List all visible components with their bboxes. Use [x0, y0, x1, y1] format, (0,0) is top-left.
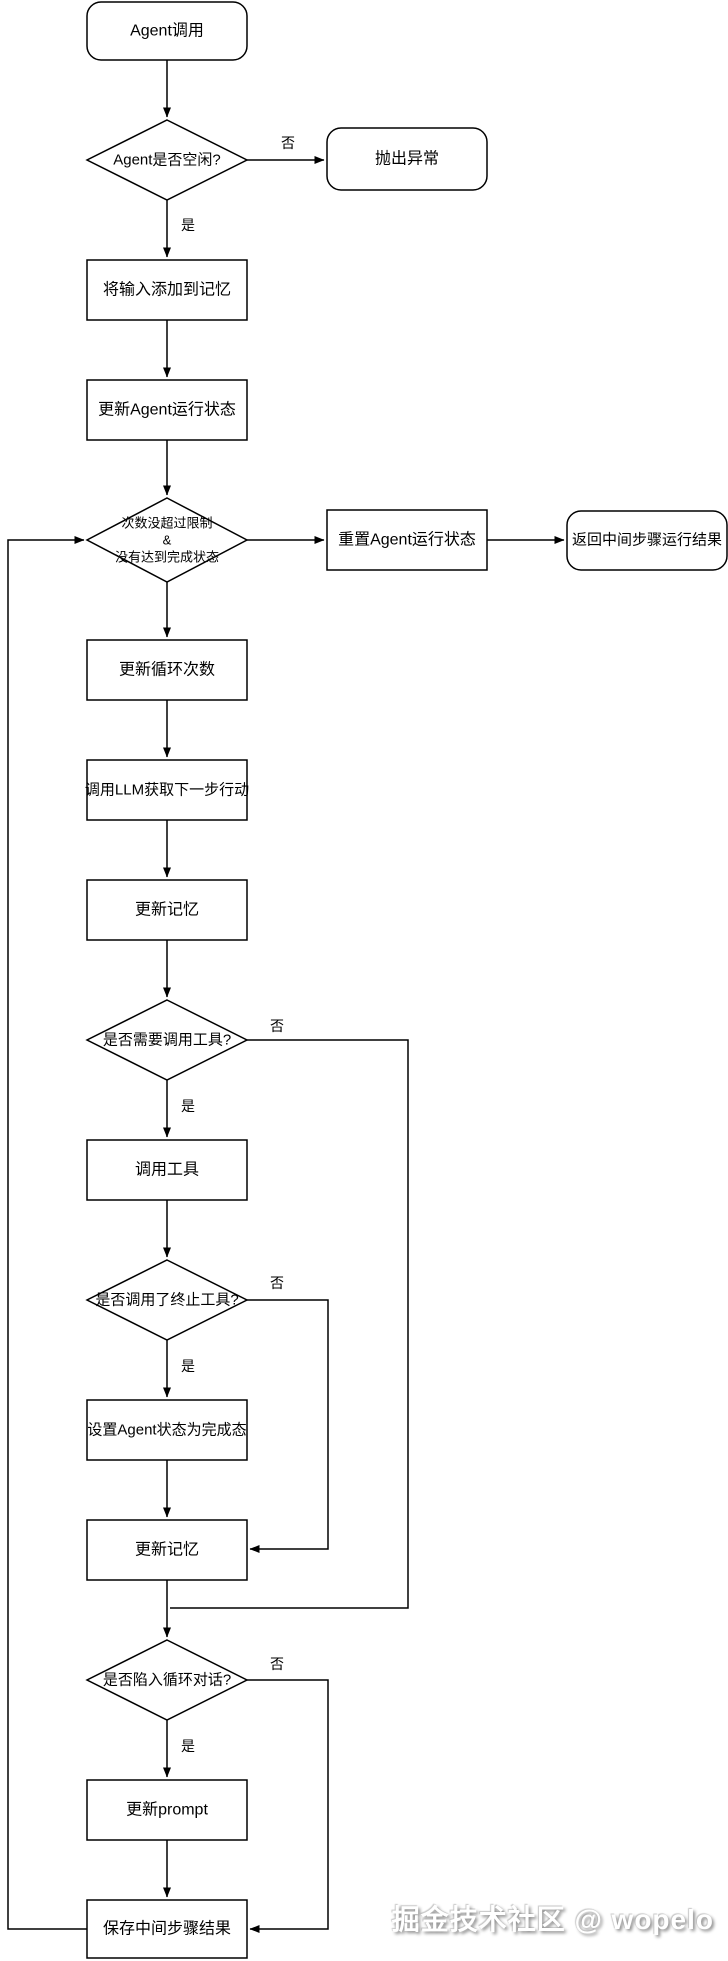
update-memory-1-shape — [86, 879, 248, 941]
start-label: Agent调用 — [130, 22, 204, 40]
node-call-llm: 调用LLM获取下一步行动 — [85, 759, 249, 821]
set-agent-finished-label: 设置Agent状态为完成态 — [87, 1422, 246, 1439]
update-memory-1-label: 更新记忆 — [135, 901, 199, 919]
node-update-loop-count: 更新循环次数 — [86, 639, 248, 701]
node-need-tool-decision: 是否需要调用工具? — [85, 999, 249, 1081]
add-input-memory-shape — [86, 259, 248, 321]
need-tool-label: 是否需要调用工具? — [103, 1032, 231, 1049]
update-memory-2-label: 更新记忆 — [135, 1541, 199, 1559]
call-llm-shape — [86, 759, 248, 821]
save-intermediate-shape — [86, 1899, 248, 1959]
loop-condition-diamond-shape — [85, 497, 249, 583]
update-loop-count-label: 更新循环次数 — [119, 661, 215, 679]
node-update-memory-1: 更新记忆 — [86, 879, 248, 941]
node-agent-idle-decision: Agent是否空闲? — [85, 119, 249, 201]
update-agent-state-shape — [86, 379, 248, 441]
node-loop-condition-decision: 次数没超过限制 & 没有达到完成状态 — [85, 497, 249, 583]
node-add-input-memory: 将输入添加到记忆 — [86, 259, 248, 321]
throw-exception-shape — [326, 127, 488, 191]
need-tool-diamond-shape — [85, 999, 249, 1081]
update-prompt-label: 更新prompt — [126, 1801, 208, 1819]
node-terminate-tool-decision: 是否调用了终止工具? — [85, 1259, 249, 1341]
node-loop-dialog-decision: 是否陷入循环对话? — [85, 1639, 249, 1721]
loop-dialog-no-label: 否 — [270, 1656, 284, 1672]
node-update-agent-state: 更新Agent运行状态 — [86, 379, 248, 441]
throw-exception-label: 抛出异常 — [375, 150, 439, 168]
node-throw-exception: 抛出异常 — [326, 127, 488, 191]
idle-no-label: 否 — [281, 135, 295, 151]
loop-condition-line1: 次数没超过限制 — [121, 516, 212, 531]
loop-condition-line3: 没有达到完成状态 — [115, 550, 219, 565]
loop-dialog-yes-label: 是 — [181, 1738, 195, 1754]
node-update-prompt: 更新prompt — [86, 1779, 248, 1841]
terminate-tool-no-label: 否 — [270, 1275, 284, 1291]
loop-dialog-diamond-shape — [85, 1639, 249, 1721]
return-intermediate-label: 返回中间步骤运行结果 — [572, 532, 722, 549]
reset-agent-state-label: 重置Agent运行状态 — [338, 531, 476, 549]
call-llm-label: 调用LLM获取下一步行动 — [85, 782, 249, 799]
idle-yes-label: 是 — [181, 217, 195, 233]
start-terminal-shape — [86, 1, 248, 61]
need-tool-yes-label: 是 — [181, 1098, 195, 1114]
edge-needtool-no-feedback — [170, 1039, 409, 1609]
idle-diamond-shape — [85, 119, 249, 201]
add-input-memory-label: 将输入添加到记忆 — [103, 281, 231, 299]
return-intermediate-shape — [566, 510, 728, 571]
watermark-text: 掘金技术社区 @ wopelo — [391, 1904, 714, 1935]
set-agent-finished-shape — [86, 1399, 248, 1461]
node-reset-agent-state: 重置Agent运行状态 — [326, 509, 488, 571]
terminate-tool-label: 是否调用了终止工具? — [95, 1292, 238, 1309]
edge-loopdialog-no-to-save — [247, 1679, 329, 1933]
node-set-agent-finished: 设置Agent状态为完成态 — [86, 1399, 248, 1461]
update-agent-state-label: 更新Agent运行状态 — [98, 401, 236, 419]
node-start: Agent调用 — [86, 1, 248, 61]
need-tool-no-label: 否 — [270, 1018, 284, 1034]
node-return-intermediate: 返回中间步骤运行结果 — [566, 510, 728, 571]
node-call-tool: 调用工具 — [86, 1139, 248, 1201]
update-memory-2-shape — [86, 1519, 248, 1581]
update-loop-count-shape — [86, 639, 248, 701]
edges — [7, 60, 565, 1933]
save-intermediate-label: 保存中间步骤结果 — [103, 1920, 231, 1938]
node-save-intermediate: 保存中间步骤结果 — [86, 1899, 248, 1959]
update-prompt-shape — [86, 1779, 248, 1841]
terminate-tool-diamond-shape — [85, 1259, 249, 1341]
call-tool-shape — [86, 1139, 248, 1201]
loop-dialog-label: 是否陷入循环对话? — [103, 1672, 231, 1689]
edge-save-feedback-to-loopcond — [7, 536, 87, 1930]
terminate-tool-yes-label: 是 — [181, 1358, 195, 1374]
node-update-memory-2: 更新记忆 — [86, 1519, 248, 1581]
reset-agent-state-shape — [326, 509, 488, 571]
edge-terminatetool-no-to-memory2 — [247, 1299, 329, 1553]
idle-decision-label: Agent是否空闲? — [113, 152, 221, 169]
call-tool-label: 调用工具 — [135, 1161, 199, 1179]
loop-condition-line2: & — [163, 533, 172, 548]
